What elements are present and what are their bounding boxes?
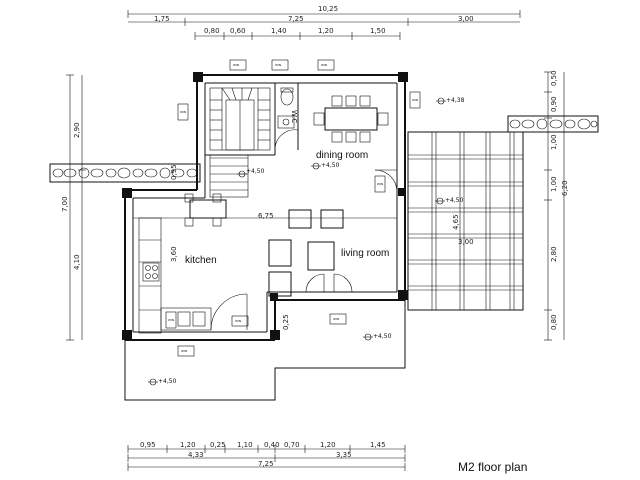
structural-columns [122,72,408,340]
window-tag-1: WIN [233,63,239,67]
level-pergola: +4,50 [445,197,464,204]
dim-right-2: 0,90 [550,96,558,112]
dim-bottom-6: 0,70 [284,441,300,449]
top-dimension-chains: 10,25 1,75 7,25 3,00 0,80 0,60 1,40 1,20… [127,5,521,40]
building-walls [124,74,406,341]
dim-bottom-row2-2: 3,35 [336,451,352,459]
room-label-dining: dining room [316,150,368,161]
living-room-furniture [268,209,353,297]
dim-bottom-row2-1: 4,33 [188,451,204,459]
room-label-kitchen: kitchen [185,255,217,266]
window-tag-9: WIN [181,349,187,353]
window-tag-8: WIN [333,317,339,321]
dim-pergola-width: 3,00 [458,238,474,246]
left-dimension-chains: 7,00 2,90 4,10 [61,74,86,341]
kitchen-counters [138,217,248,334]
dim-right-4: 1,00 [550,176,558,192]
dim-bottom-1: 0,95 [140,441,156,449]
dim-right-5: 2,80 [550,246,558,262]
dim-left-outer: 7,00 [61,196,69,212]
dim-right-3: 1,00 [550,134,558,150]
dim-stair-top: 0,95 [170,164,178,180]
dim-door: 0,25 [282,314,290,330]
level-porch: +4,50 [373,333,392,340]
dim-right-6: 0,80 [550,314,558,330]
dim-top-3: 3,00 [458,15,474,23]
terrace-outline [124,300,406,401]
dim-bottom-2: 1,20 [180,441,196,449]
dim-left-lower: 4,10 [73,254,81,270]
dim-top-row2-2: 0,60 [230,27,246,35]
dim-top-2: 7,25 [288,15,304,23]
window-tag-4: WIN [180,110,186,114]
window-tags: WIN WIN WIN WIN WIN WIN WIN WIN WIN WIN [165,59,421,357]
wc-label: W.C [290,110,298,123]
bottom-dimension-chains: 0,95 1,20 0,25 1,10 0,40 0,70 1,20 1,45 … [127,441,406,471]
dim-left-upper: 2,90 [73,122,81,138]
dim-bottom-7: 1,20 [320,441,336,449]
dim-top-row2-5: 1,50 [370,27,386,35]
dim-top-row2-4: 1,20 [318,27,334,35]
right-dimension-chains: 0,50 0,90 1,00 1,00 2,80 0,80 6,20 [544,70,569,341]
dim-right-total: 6,20 [561,180,569,196]
wc-fixtures: W.C [274,87,299,151]
pergola-grid [407,131,524,311]
dim-right-1: 0,50 [550,70,558,86]
dim-inner-left: 3,60 [170,246,178,262]
dim-bottom-4: 1,10 [237,441,253,449]
dining-table [313,95,389,143]
drawing-caption: M2 floor plan [458,460,527,474]
window-tag-3: WIN [321,63,327,67]
window-tag-2: WIN [275,63,281,67]
dim-bottom-8: 1,45 [370,441,386,449]
level-upper-right: +4,38 [446,97,465,104]
stone-wall-right [507,115,599,133]
level-hall: +4,50 [246,168,265,175]
window-tag-6: WIN [168,318,174,322]
dim-top-1: 1,75 [154,15,170,23]
window-tag-7: WIN [235,319,241,323]
dim-top-total: 10,25 [318,5,338,13]
window-tag-10: WIN [377,182,383,186]
stone-wall-left [49,163,201,183]
level-dining: +4,50 [321,162,340,169]
dim-pergola-depth: 4,65 [452,214,460,230]
staircase [209,87,271,198]
dim-bottom-3: 0,25 [210,441,226,449]
door-swing-right [374,169,398,193]
dim-inner-width: 6,75 [258,212,274,220]
room-label-living: living room [341,248,389,259]
window-tag-5: WIN [412,98,418,102]
dim-top-row2-3: 1,40 [271,27,287,35]
dim-top-row2-1: 0,80 [204,27,220,35]
dim-bottom-5: 0,40 [264,441,280,449]
kitchen-table [184,193,227,227]
level-terrace: +4,50 [158,378,177,385]
dim-bottom-total: 7,25 [258,460,274,468]
level-markers: +4,50 +4,50 +4,50 +4,50 +4,50 +4,38 [148,97,465,386]
